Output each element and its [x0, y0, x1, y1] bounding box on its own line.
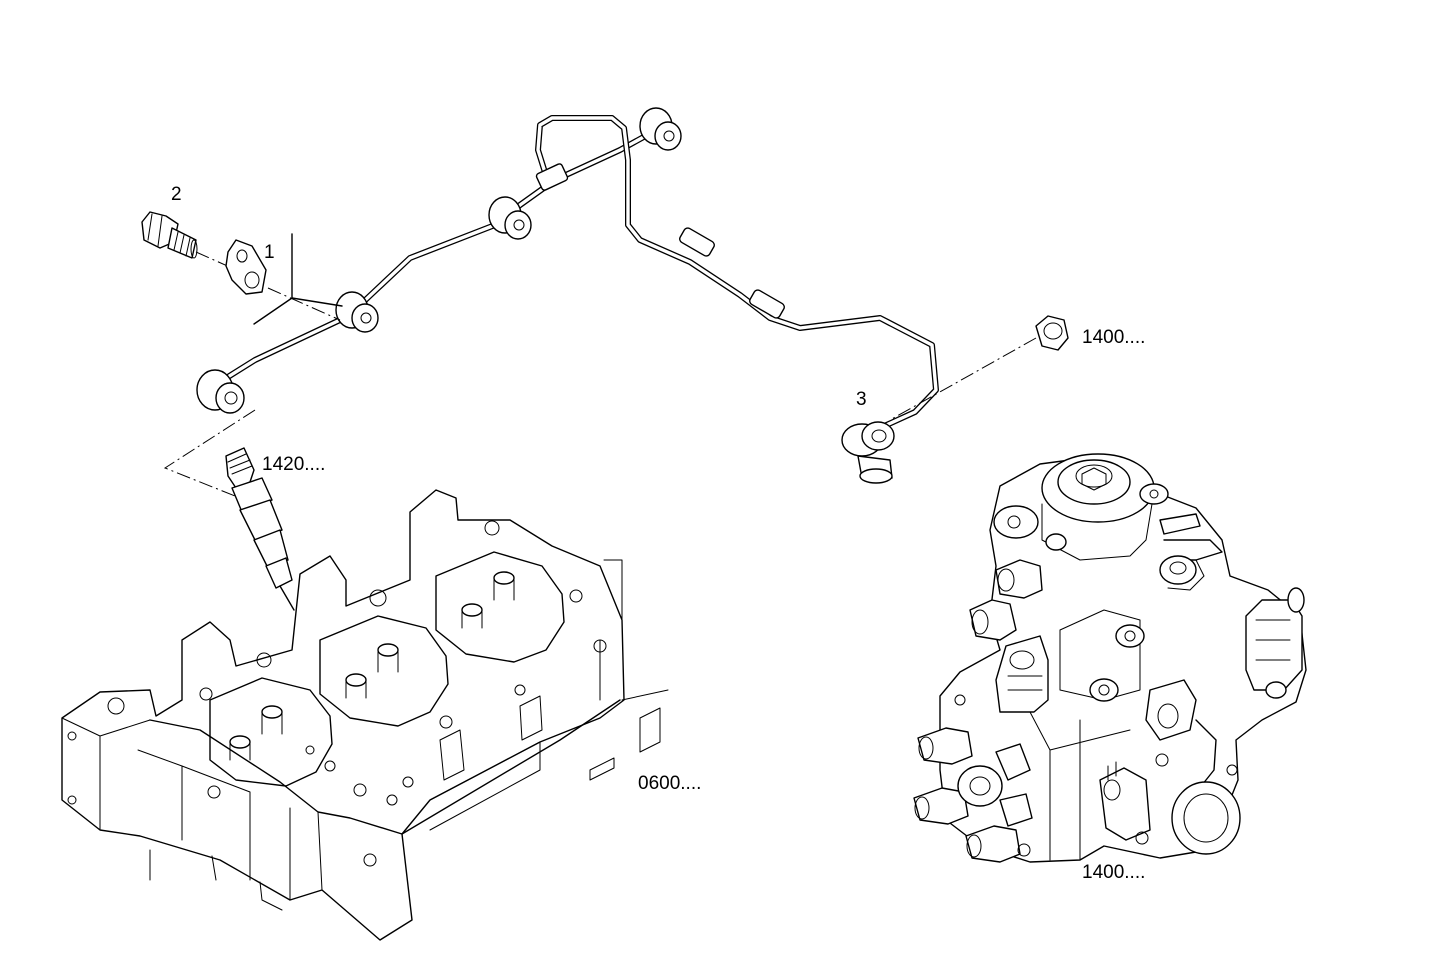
fuel-injection-pump[interactable] [913, 453, 1307, 863]
banjo-fitting-2 [335, 291, 379, 333]
pump-nut-ref-label: 1400.... [1082, 327, 1145, 348]
washer-axis-line [267, 287, 341, 321]
injection-pump-ref-label: 1400.... [1082, 862, 1145, 883]
sealing-washer[interactable] [225, 239, 267, 295]
banjo-fitting-3 [488, 196, 532, 240]
fuel-return-pipe-assembly[interactable] [196, 107, 939, 431]
cylinder-head-ref-label: 0600.... [638, 773, 701, 794]
pump-cap-nut[interactable] [1035, 315, 1069, 351]
pump-nut-axis-line [889, 337, 1037, 421]
callout-2-label: 2 [171, 184, 182, 205]
injector-axis-line [163, 409, 256, 499]
callout-1-leader [253, 233, 343, 325]
callout-1-label: 1 [264, 242, 275, 263]
banjo-bolt[interactable] [141, 211, 198, 259]
callout-3-label: 3 [856, 389, 867, 410]
banjo-fitting-1 [196, 369, 245, 414]
fuel-injector[interactable] [225, 447, 295, 611]
banjo-fitting-4 [639, 107, 682, 151]
cylinder-head[interactable] [61, 489, 669, 941]
injector-ref-label: 1420.... [262, 454, 325, 475]
pump-banjo-fitting[interactable] [841, 421, 895, 484]
